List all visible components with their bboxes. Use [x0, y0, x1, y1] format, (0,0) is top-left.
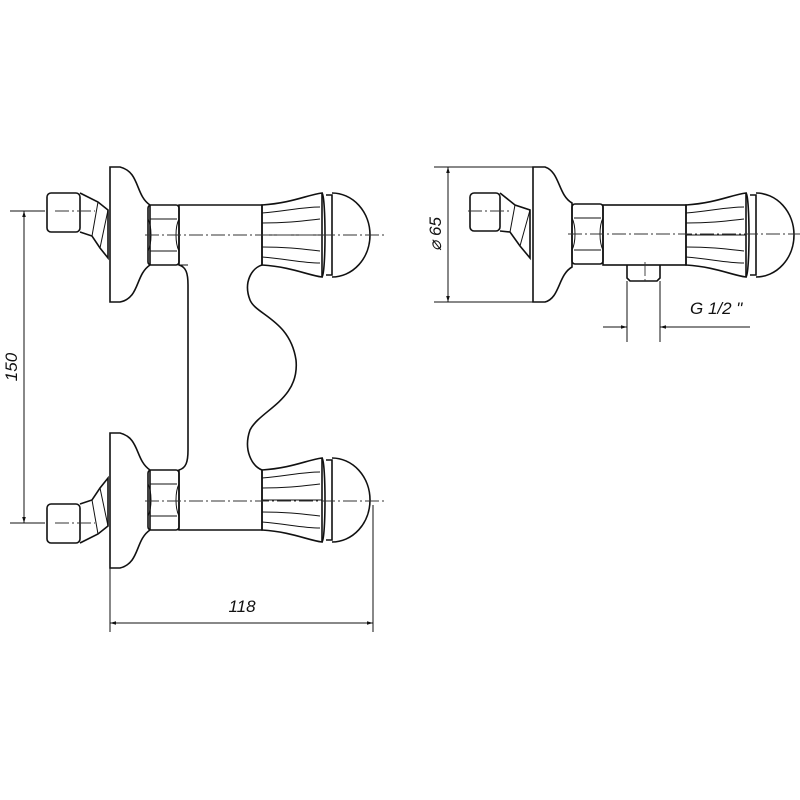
mixer-body — [178, 204, 297, 531]
dimension-label-118: 118 — [228, 597, 256, 616]
side-view: G 1/2 " ⌀ 65 — [426, 166, 800, 342]
dimension-label-thread: G 1/2 " — [690, 299, 743, 318]
flange-bottom — [109, 432, 151, 569]
body-side — [602, 204, 687, 266]
flange-side — [532, 166, 573, 303]
outlet-thread — [626, 265, 661, 282]
flange-top — [109, 166, 151, 303]
handle-side — [685, 192, 795, 278]
hex-nut-bottom — [147, 469, 180, 531]
inlet-fitting-top — [46, 192, 109, 261]
inlet-fitting-side — [469, 192, 531, 261]
front-view: 150 118 — [2, 166, 385, 632]
dimension-label-150: 150 — [2, 352, 21, 381]
inlet-fitting-bottom — [46, 475, 109, 544]
handle-bottom — [261, 457, 371, 543]
dimension-label-diameter: ⌀ 65 — [426, 217, 445, 251]
